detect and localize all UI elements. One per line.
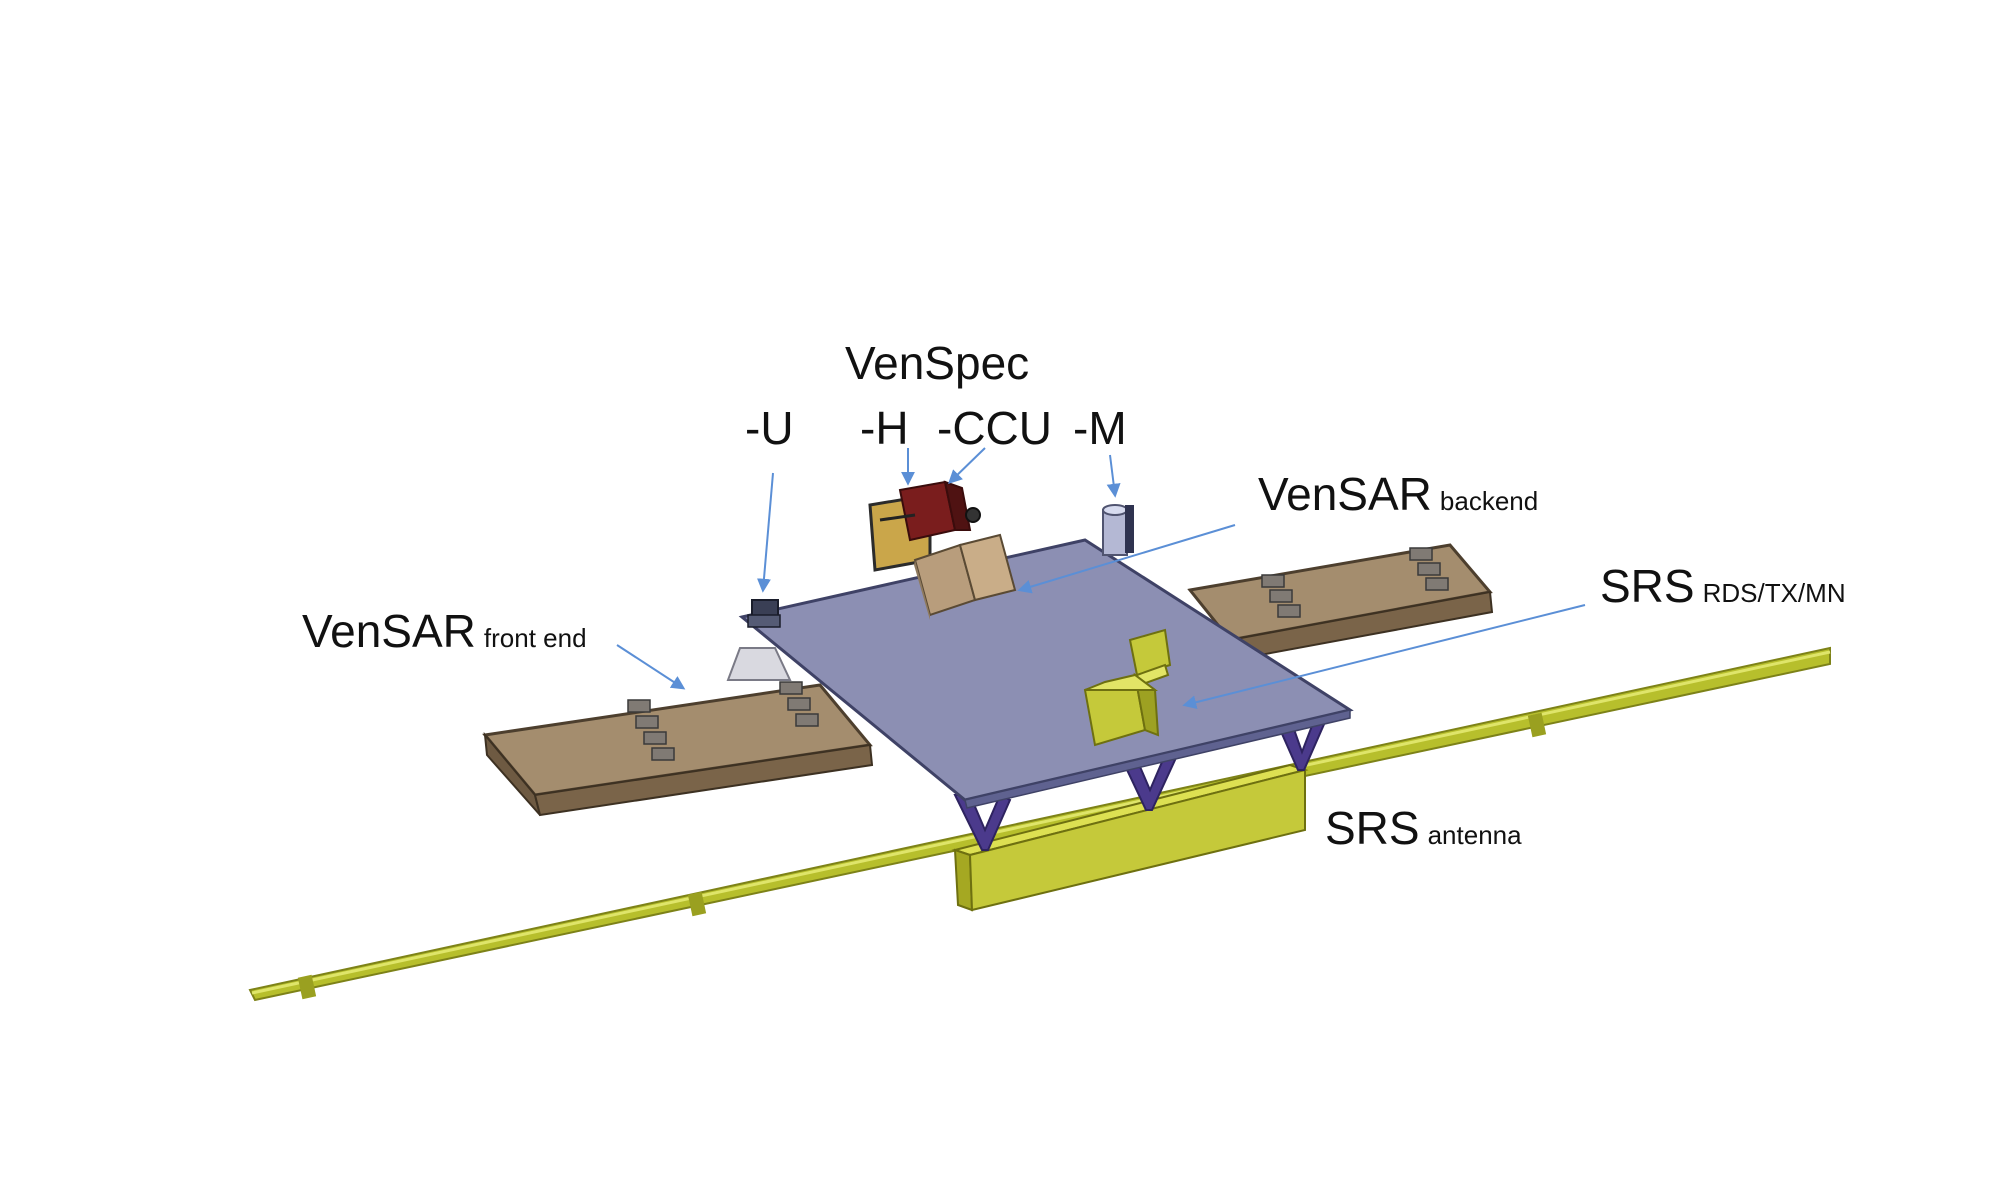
arrow-vensar-frontend <box>616 644 686 690</box>
vensar-front-end-panel <box>482 681 874 817</box>
label-venspec-h: -H <box>860 402 909 454</box>
label-vensar-frontend-main: VenSAR <box>302 605 476 657</box>
arrow-venspec-ccu <box>947 447 986 484</box>
label-vensar-backend-sub: backend <box>1439 486 1539 516</box>
label-vensar-frontend-sub: front end <box>483 623 587 653</box>
srs-electronics-boxes <box>1083 628 1172 747</box>
label-srs-electronics-main: SRS <box>1600 560 1695 612</box>
label-venspec-m: -M <box>1073 402 1127 454</box>
label-srs-antenna-sub: antenna <box>1427 820 1522 850</box>
label-vensar-backend-main: VenSAR <box>1258 468 1432 520</box>
arrow-venspec-m <box>1106 454 1121 498</box>
leader-arrows <box>616 447 1586 710</box>
venspec-h-ccu-instrument <box>868 480 981 572</box>
arrow-srs-electronics <box>1182 604 1586 710</box>
label-srs-antenna-main: SRS <box>1325 802 1420 854</box>
venspec-m-instrument <box>1102 504 1134 556</box>
label-venspec-ccu: -CCU <box>937 402 1052 454</box>
label-venspec-u: -U <box>745 402 794 454</box>
arrow-vensar-backend <box>1017 524 1236 594</box>
venspec-u-instrument <box>726 599 792 681</box>
label-srs-electronics-sub: RDS/TX/MN <box>1702 578 1846 608</box>
arrow-venspec-u <box>756 472 774 593</box>
srs-antenna-block <box>951 763 1309 912</box>
vensar-backend-boxes <box>913 533 1017 620</box>
label-venspec: VenSpec <box>845 337 1030 389</box>
